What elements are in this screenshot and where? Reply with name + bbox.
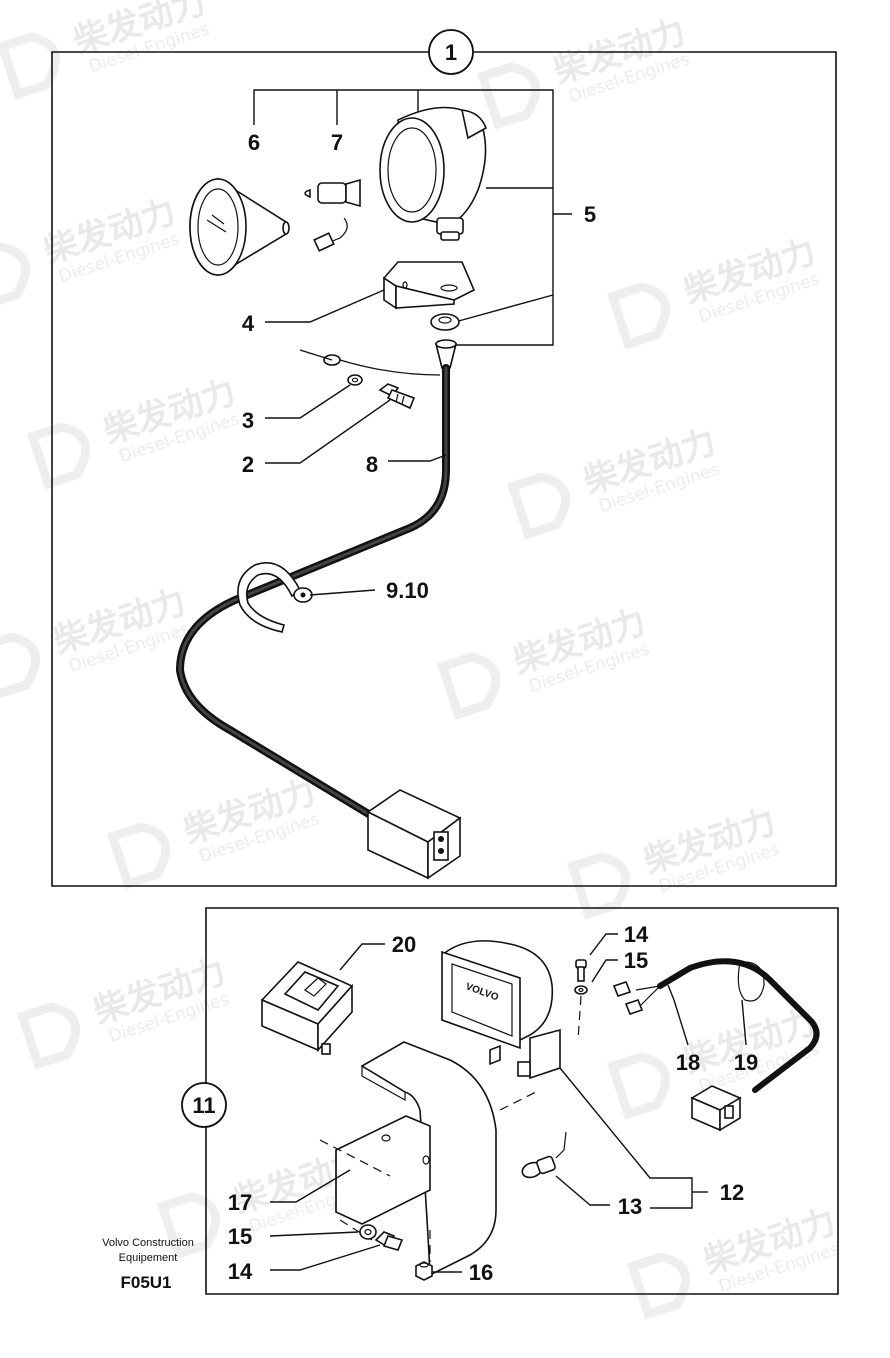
- callout-6: 6: [248, 130, 260, 155]
- screw-14-lower-part: [374, 1231, 404, 1251]
- watermark: 柴发动力 Diesel-Engines: [0, 192, 182, 310]
- harness-connector-part: [690, 1085, 742, 1132]
- callout-2: 2: [242, 452, 254, 477]
- section-11-frame: 11: [181, 907, 839, 1295]
- watermark: 柴发动力 Diesel-Engines: [566, 802, 782, 920]
- callout-leaders-top: [265, 289, 447, 596]
- callout-5: 5: [584, 202, 596, 227]
- screw-14-upper-part: [575, 959, 587, 982]
- watermark: 柴发动力 Diesel-Engines: [106, 772, 322, 890]
- cable-grommet-part: [434, 339, 458, 369]
- watermark: 柴发动力 Diesel-Engines: [476, 12, 692, 130]
- watermark: 柴发动力 Diesel-Engines: [626, 1202, 842, 1320]
- washer-part: [347, 374, 363, 386]
- callout-15-upper: 15: [624, 948, 648, 973]
- mount-bracket-part: [382, 261, 476, 310]
- section-1-frame: 1: [51, 29, 837, 887]
- watermark: 柴发动力 Diesel-Engines: [0, 582, 192, 700]
- watermark: 柴发动力 Diesel-Engines: [436, 602, 652, 720]
- bulb-13-part: [521, 1131, 567, 1179]
- callout-7: 7: [331, 130, 343, 155]
- bulb-part: [304, 178, 361, 252]
- callout-17: 17: [228, 1190, 252, 1215]
- assembly-dash-line: [577, 995, 582, 1041]
- section-11-bubble-label: 11: [192, 1093, 215, 1118]
- harness-cable-part: [175, 364, 450, 834]
- lamp-mount-bracket-part: [335, 1041, 497, 1277]
- rocker-switch-part: [260, 961, 354, 1055]
- nut-16-part: [415, 1261, 433, 1281]
- callout-9-10: 9.10: [386, 578, 429, 603]
- footer-company-line1: Volvo Construction: [102, 1237, 194, 1249]
- lamp-housing-part: [379, 106, 487, 241]
- callout-15-lower: 15: [228, 1224, 252, 1249]
- callout-leaders-bottom: [269, 933, 747, 1273]
- washer-15-upper-part: [574, 985, 588, 995]
- work-lamp-part: VOLVO: [441, 940, 561, 1080]
- ground-wire-part: [323, 354, 441, 410]
- callout-20: 20: [392, 932, 416, 957]
- callout-4: 4: [242, 311, 255, 336]
- callout-12: 12: [720, 1180, 744, 1205]
- washer-15-lower-part: [359, 1224, 377, 1240]
- callout-8: 8: [366, 452, 378, 477]
- assembly-bracket-5: [253, 89, 572, 346]
- section-1-bubble: [428, 29, 474, 75]
- footer-drawing-code: F05U1: [120, 1273, 171, 1292]
- lamp-harness-part: [612, 958, 820, 1093]
- watermark: 柴发动力 Diesel-Engines: [506, 422, 722, 540]
- callout-14-lower: 14: [228, 1259, 253, 1284]
- watermark: 柴发动力 Diesel-Engines: [26, 372, 242, 490]
- callout-18: 18: [676, 1050, 700, 1075]
- callout-13: 13: [618, 1194, 642, 1219]
- watermark: 柴发动力 Diesel-Engines: [16, 952, 232, 1070]
- cable-tie-part: [237, 562, 313, 633]
- cable-connector-part: [366, 789, 462, 880]
- section-1-bubble-label: 1: [445, 40, 457, 65]
- watermark: 柴发动力 Diesel-Engines: [0, 0, 212, 100]
- callout-16: 16: [469, 1260, 493, 1285]
- lens-cone-part: [189, 177, 290, 277]
- callout-3: 3: [242, 408, 254, 433]
- section-11-bubble: [181, 1082, 227, 1128]
- footer-company-line2: Equipement: [119, 1252, 178, 1264]
- watermark: 柴发动力 Diesel-Engines: [606, 232, 822, 350]
- hex-nut-part: [430, 313, 460, 331]
- callout-19: 19: [734, 1050, 758, 1075]
- callout-14-upper: 14: [624, 922, 649, 947]
